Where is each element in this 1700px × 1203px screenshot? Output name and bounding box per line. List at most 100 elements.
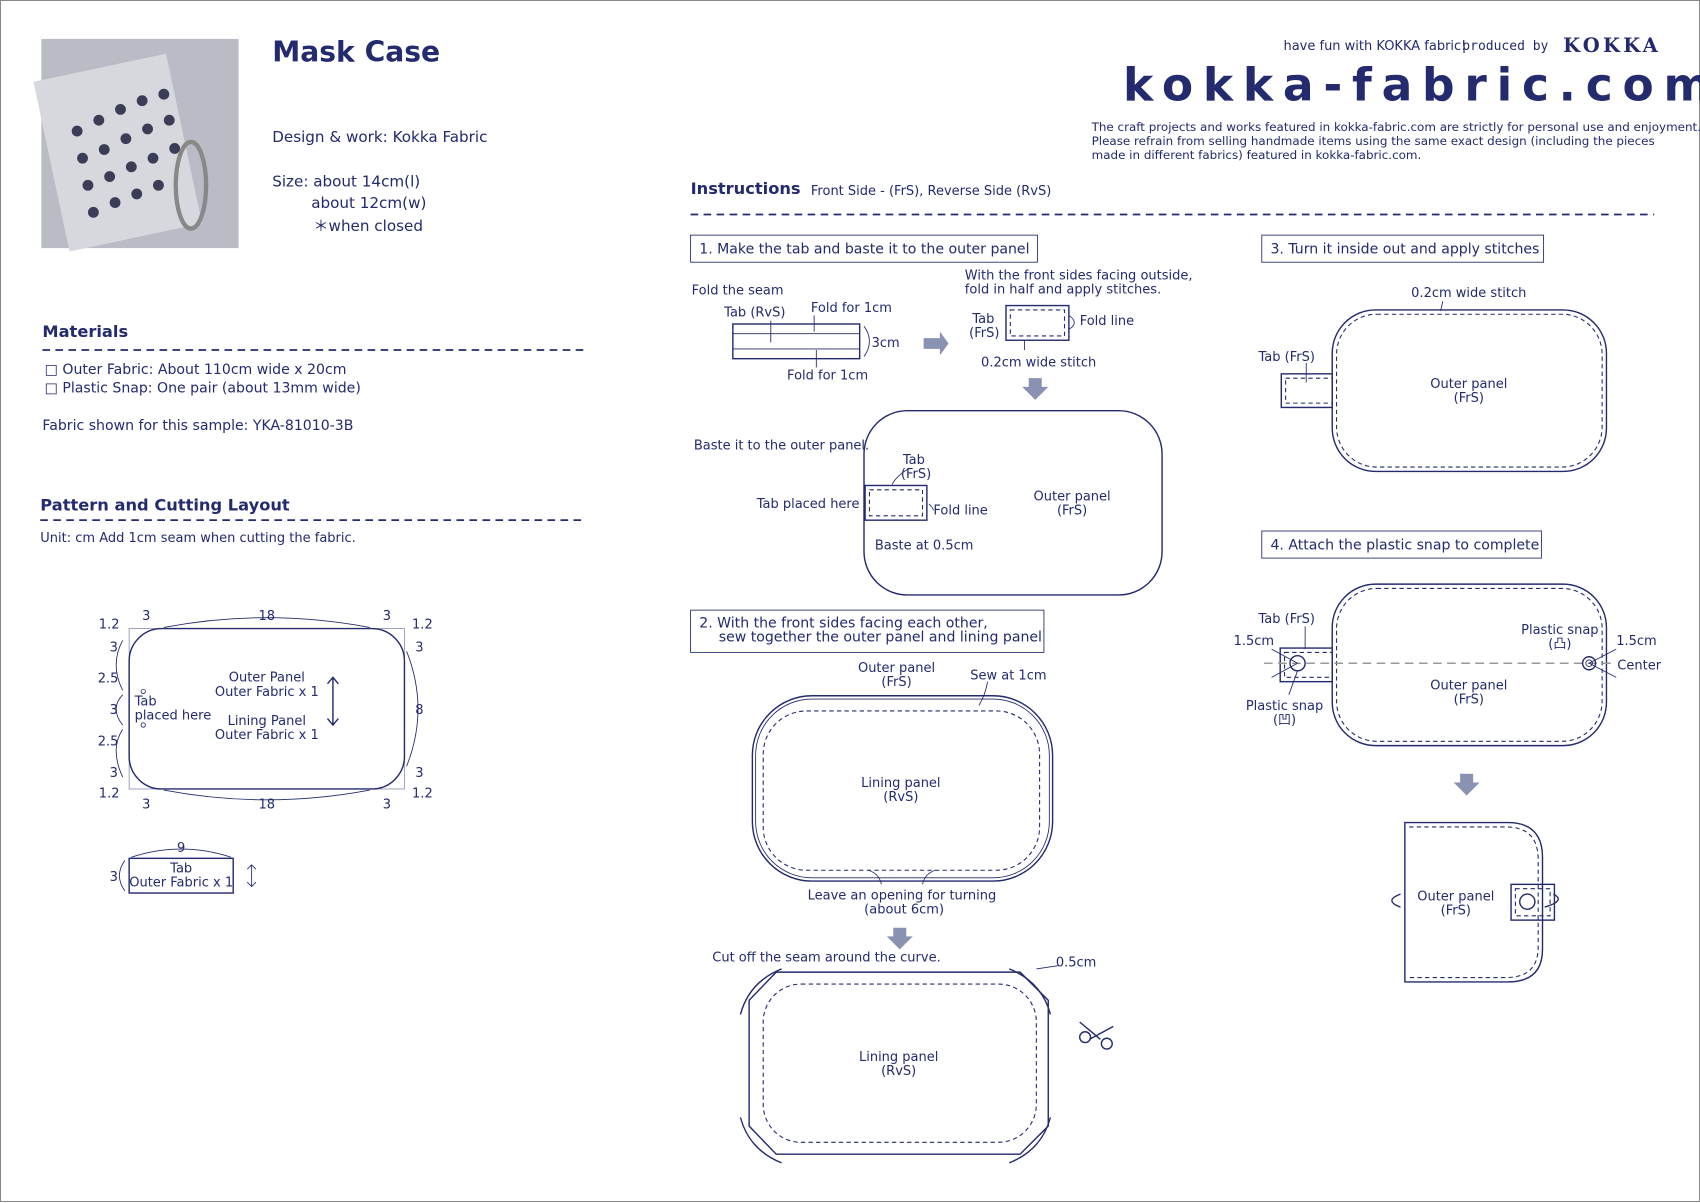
scissors-icon — [1078, 1021, 1114, 1050]
dim-corner: 3 — [142, 609, 150, 624]
step2-title: 2. With the front sides facing each othe… — [699, 615, 988, 631]
fold-half-note: fold in half and apply stitches. — [965, 283, 1161, 298]
side-legend: Front Side - (FrS), Reverse Side (RvS) — [811, 184, 1051, 199]
snap-symbol: (凸) — [1548, 637, 1571, 652]
sew-label: Sew at 1cm — [970, 668, 1046, 683]
step2-title: sew together the outer panel and lining … — [719, 630, 1042, 646]
dim-right: 8 — [415, 703, 423, 718]
panel-label: Outer Fabric x 1 — [215, 728, 319, 743]
unit-note: Unit: cm Add 1cm seam when cutting the f… — [40, 531, 356, 546]
step2-diagram — [739, 681, 1114, 1164]
lining-label: Lining panel — [859, 1050, 938, 1065]
dim-corner-small: 1.2 — [412, 618, 433, 633]
size-length: Size: about 14cm(l) — [272, 172, 420, 190]
arrow-down-icon — [886, 927, 913, 950]
dim-corner: 3 — [383, 609, 391, 624]
brand-logo: KOKKA — [1563, 34, 1661, 57]
pattern-heading: Pattern and Cutting Layout — [40, 495, 290, 514]
tab-width: 9 — [177, 841, 185, 856]
frs-label: (FrS) — [1441, 904, 1471, 919]
panel-label: Outer Panel — [229, 671, 305, 686]
outer-panel-label: Outer panel — [858, 661, 935, 676]
stitch-label: 0.2cm wide stitch — [1411, 286, 1526, 301]
arrow-down-icon — [1022, 378, 1049, 400]
snap-label: Plastic snap — [1246, 699, 1323, 714]
opening-note: Leave an opening for turning — [808, 889, 997, 904]
step3-title: 3. Turn it inside out and apply stitches — [1270, 242, 1539, 258]
arrow-right-icon — [923, 331, 949, 356]
dim-side: 3 — [110, 703, 118, 718]
cut-width: 0.5cm — [1056, 956, 1097, 971]
size-note: ＊when closed — [313, 217, 423, 235]
material-item: □ Plastic Snap: One pair (about 13mm wid… — [45, 380, 361, 396]
outer-panel-label: Outer panel — [1034, 490, 1111, 505]
page-title: Mask Case — [272, 36, 440, 69]
site-logo: kokka-fabric.com — [1123, 59, 1700, 112]
step3-diagram — [1280, 301, 1608, 473]
rvs-label: (RvS) — [881, 1064, 916, 1079]
baste-at-label: Baste at 0.5cm — [875, 538, 974, 553]
dim-top: 18 — [259, 609, 276, 624]
fold-line-label: Fold line — [1080, 314, 1134, 329]
tab-height: 3 — [110, 870, 118, 885]
step3-box — [1261, 234, 1545, 263]
width-label: 3cm — [872, 336, 900, 351]
snap-symbol: (凹) — [1273, 713, 1296, 728]
frs-label: (FrS) — [1057, 504, 1087, 519]
fold-half-note: With the front sides facing outside, — [965, 269, 1193, 284]
frs-label: (FrS) — [901, 467, 931, 482]
baste-note: Baste it to the outer panel. — [694, 439, 869, 454]
produced-by: produced by — [1462, 39, 1548, 54]
dim-corner-small: 1.2 — [412, 787, 433, 802]
disclaimer-line: The craft projects and works featured in… — [1091, 120, 1700, 134]
tab-label: Outer Fabric x 1 — [129, 876, 233, 891]
tab-placed-label: Tab placed here — [756, 497, 860, 512]
product-photo — [33, 38, 239, 252]
tab-note: placed here — [135, 709, 212, 724]
snap-icon — [1581, 656, 1597, 671]
tab-label: Tab — [902, 453, 925, 468]
outer-panel-label: Outer panel — [1417, 890, 1494, 905]
fold-label: Fold for 1cm — [811, 301, 892, 316]
opening-note: (about 6cm) — [864, 903, 944, 918]
snap-icon — [1519, 893, 1536, 910]
stitch-label: 0.2cm wide stitch — [981, 355, 1096, 370]
frs-label: (FrS) — [881, 675, 911, 690]
dim-corner: 3 — [415, 640, 423, 655]
dim-corner: 3 — [110, 766, 118, 781]
fold-line-label: Fold line — [933, 504, 987, 519]
materials-heading: Materials — [42, 322, 128, 341]
step1-tab-fold — [732, 304, 1163, 596]
pattern-diagram — [115, 617, 419, 801]
dim-bottom: 18 — [259, 797, 276, 812]
dim-side: 2.5 — [98, 735, 119, 750]
tab-piece — [118, 848, 257, 894]
center-label: Center — [1617, 659, 1661, 674]
rvs-label: (RvS) — [883, 790, 918, 805]
snap-label: Plastic snap — [1521, 623, 1598, 638]
tab-label: Tab (FrS) — [1258, 350, 1315, 365]
dim-corner: 3 — [110, 640, 118, 655]
instructions-heading: Instructions — [691, 179, 801, 198]
step4-diagram — [1263, 583, 1617, 983]
cut-note: Cut off the seam around the curve. — [712, 950, 940, 965]
dim-corner-small: 1.2 — [99, 618, 120, 633]
lining-label: Lining panel — [861, 776, 940, 791]
dim-corner: 3 — [415, 766, 423, 781]
tagline: have fun with KOKKA fabric! — [1283, 39, 1466, 54]
tab-rvs-label: Tab (RvS) — [723, 305, 785, 320]
step4-box — [1261, 530, 1542, 559]
tab-label: Tab (FrS) — [1258, 612, 1315, 627]
step4-title: 4. Attach the plastic snap to complete — [1270, 537, 1539, 553]
step2-box — [690, 609, 1045, 653]
dim-side: 2.5 — [98, 672, 119, 687]
dim-right: 1.5cm — [1616, 634, 1657, 649]
panel-label: Outer Fabric x 1 — [215, 685, 319, 700]
dim-left: 1.5cm — [1234, 634, 1275, 649]
tab-label: Tab — [971, 312, 994, 327]
disclaimer-line: Please refrain from selling handmade ite… — [1092, 134, 1655, 148]
rotate-arrow-icon — [1391, 893, 1559, 908]
fabric-sample: Fabric shown for this sample: YKA-81010-… — [42, 418, 353, 434]
